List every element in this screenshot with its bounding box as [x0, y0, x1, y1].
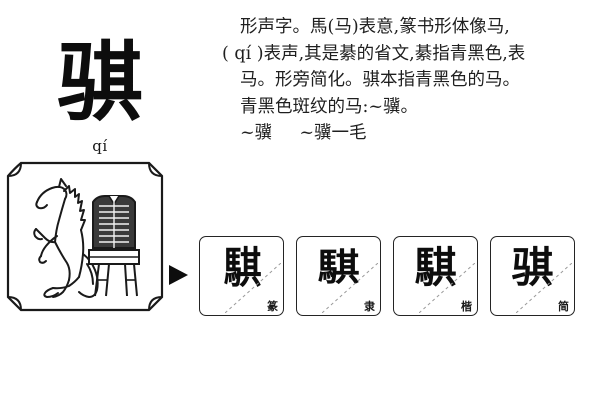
example-word-2: ~骥一毛 — [299, 123, 367, 143]
illustration-frame — [6, 161, 164, 312]
frame-notch-tr — [148, 162, 163, 177]
frame-notch-tl — [7, 162, 22, 177]
script-glyph-clerical: 騏 — [317, 245, 360, 290]
frame-notch-br — [148, 296, 163, 311]
script-glyph-seal: 騏 — [223, 242, 261, 293]
evolution-arrow — [167, 262, 191, 288]
script-box-simplified[interactable]: 骐 简 — [490, 236, 575, 316]
frame-notch-bl — [7, 296, 22, 311]
script-glyph-simplified: 骐 — [511, 243, 554, 292]
headword-pinyin: qí — [92, 137, 108, 155]
definition-line-2: ( qí )表声,其是綦的省文,綦指青黑色,表 — [222, 43, 526, 64]
script-box-regular[interactable]: 騏 楷 — [393, 236, 478, 316]
example-word-1: ~骥 — [240, 123, 273, 143]
definition-line-4: 青黑色斑纹的马:~骥。 — [240, 96, 419, 117]
script-label-clerical: 隶 — [364, 300, 375, 313]
definition-line-1: 形声字。馬(马)表意,篆书形体像马, — [240, 17, 510, 37]
triangle-right-icon — [169, 265, 188, 285]
headword-character: 骐 — [57, 32, 143, 133]
headword-block: 骐 qí — [0, 8, 200, 155]
script-label-simplified: 简 — [558, 300, 569, 313]
script-label-seal: 篆 — [267, 300, 278, 313]
script-box-seal[interactable]: 騏 篆 — [199, 236, 284, 316]
definition-block: 形声字。馬(马)表意,篆书形体像马, ( qí )表声,其是綦的省文,綦指青黑色… — [222, 14, 600, 147]
definition-line-3: 马。形旁简化。骐本指青黑色的马。 — [240, 70, 520, 90]
script-label-regular: 楷 — [461, 300, 472, 313]
script-glyph-regular: 騏 — [414, 243, 457, 292]
arrow-triangle — [169, 265, 188, 285]
script-box-clerical[interactable]: 騏 隶 — [296, 236, 381, 316]
loom-icon — [88, 195, 140, 297]
script-evolution-row: 騏 篆 騏 隶 騏 楷 骐 简 — [199, 236, 589, 316]
illustration-svg — [6, 161, 164, 312]
definition-line-5: ~骥 ~骥一毛 — [222, 120, 600, 147]
illustration-panel — [5, 160, 165, 313]
